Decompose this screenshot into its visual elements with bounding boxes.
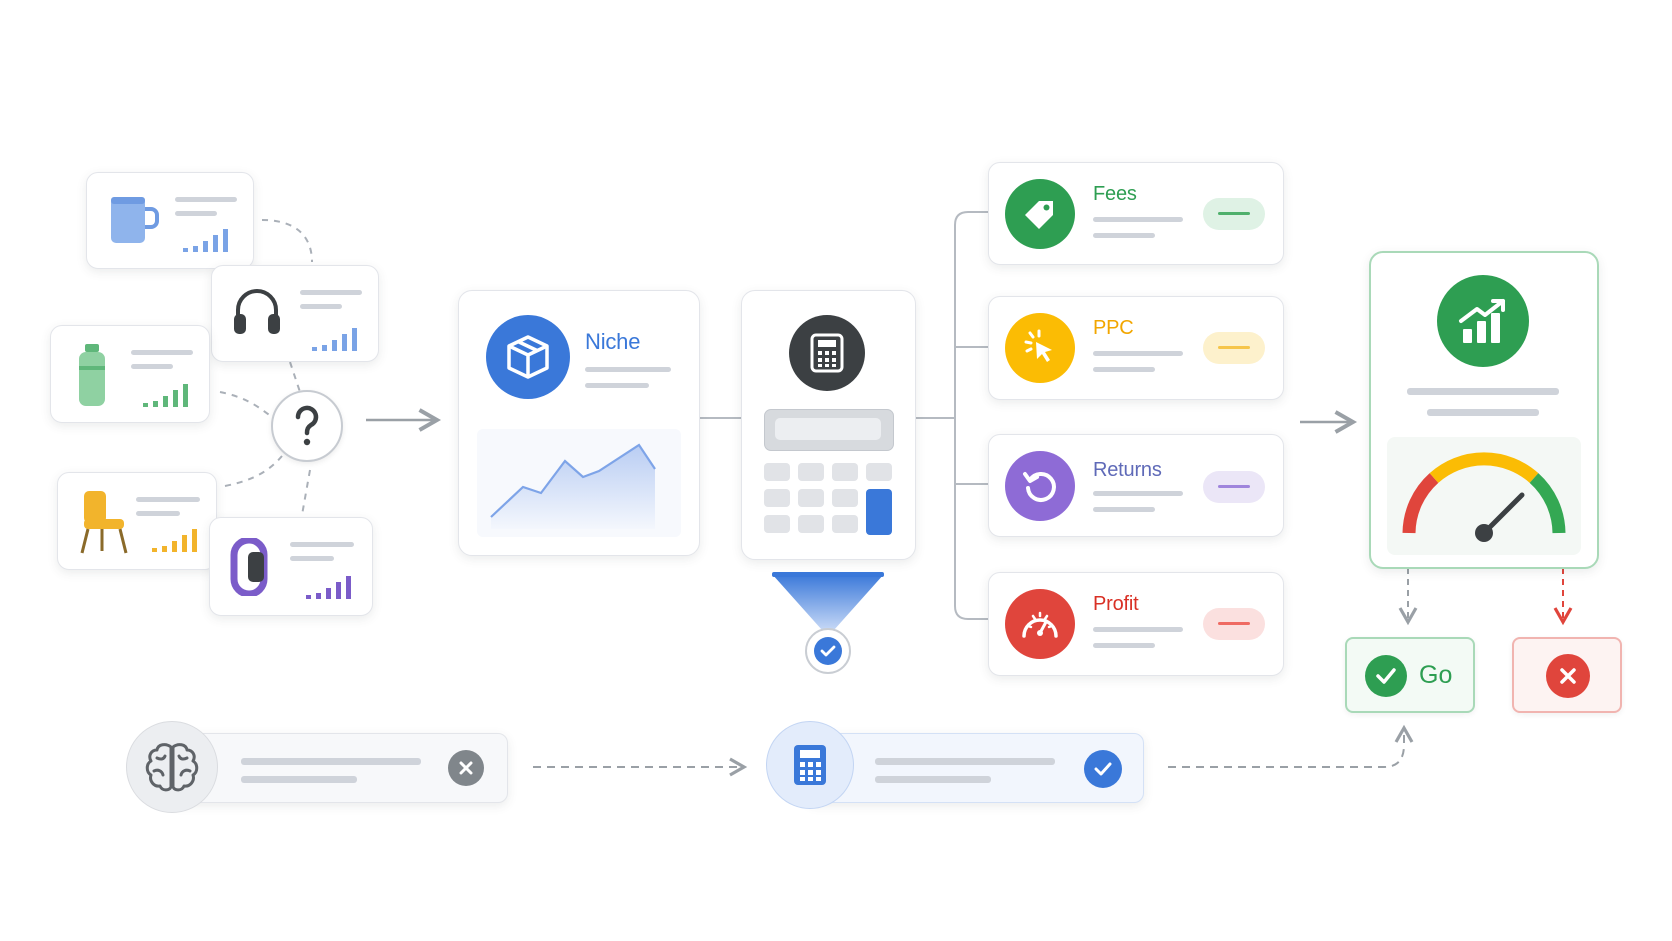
product-card-bottle — [50, 325, 210, 423]
product-card-fitness-band — [209, 517, 373, 616]
funnel-check-icon — [805, 628, 851, 674]
check-icon — [1365, 655, 1407, 697]
price-tag-icon — [1005, 179, 1075, 249]
metric-label-fees: Fees — [1093, 183, 1137, 205]
metric-pill-fees — [1203, 198, 1265, 230]
result-card — [1369, 251, 1599, 569]
bottle-icon — [79, 344, 105, 406]
check-icon — [1084, 750, 1122, 788]
cursor-click-icon — [1005, 313, 1075, 383]
calculator-card — [741, 290, 916, 560]
calculator-display — [764, 409, 894, 451]
question-icon — [271, 390, 343, 462]
trend-area-chart-icon — [477, 429, 681, 537]
guesswork-bar — [168, 733, 508, 803]
metric-pill-returns — [1203, 471, 1265, 503]
calculator-icon — [789, 315, 865, 391]
signal-bars-icon — [143, 384, 188, 407]
funnel-icon — [772, 572, 884, 630]
growth-chart-icon — [1437, 275, 1529, 367]
metric-card-returns: Returns — [988, 434, 1284, 537]
niche-card: Niche — [458, 290, 700, 556]
signal-bars-icon — [312, 328, 357, 351]
close-icon — [448, 750, 484, 786]
metric-card-profit: Profit — [988, 572, 1284, 676]
calculated-bar — [806, 733, 1144, 803]
metric-pill-profit — [1203, 608, 1265, 640]
box-icon — [486, 315, 570, 399]
brain-icon — [126, 721, 218, 813]
speedometer-icon — [1005, 589, 1075, 659]
chair-icon — [80, 491, 128, 554]
signal-bars-icon — [152, 529, 197, 552]
go-button[interactable]: Go — [1345, 637, 1475, 713]
no-go-button[interactable] — [1512, 637, 1622, 713]
go-label: Go — [1419, 661, 1453, 689]
mug-icon — [111, 197, 159, 243]
product-card-chair — [57, 472, 217, 570]
close-icon — [1546, 654, 1590, 698]
product-card-mug — [86, 172, 254, 269]
signal-bars-icon — [306, 576, 351, 599]
metric-pill-ppc — [1203, 332, 1265, 364]
metric-label-returns: Returns — [1093, 459, 1162, 481]
metric-label-profit: Profit — [1093, 593, 1139, 615]
metric-card-fees: Fees — [988, 162, 1284, 265]
refresh-icon — [1005, 451, 1075, 521]
metric-card-ppc: PPC — [988, 296, 1284, 400]
metric-label-ppc: PPC — [1093, 317, 1134, 339]
fitness-band-icon — [230, 538, 268, 596]
signal-bars-icon — [183, 229, 228, 252]
niche-label: Niche — [585, 329, 641, 354]
product-card-headphones — [211, 265, 379, 362]
gauge-meter-icon — [1387, 437, 1581, 555]
calculator-keypad — [764, 463, 892, 535]
calculator-icon — [766, 721, 854, 809]
headphones-icon — [234, 289, 280, 334]
